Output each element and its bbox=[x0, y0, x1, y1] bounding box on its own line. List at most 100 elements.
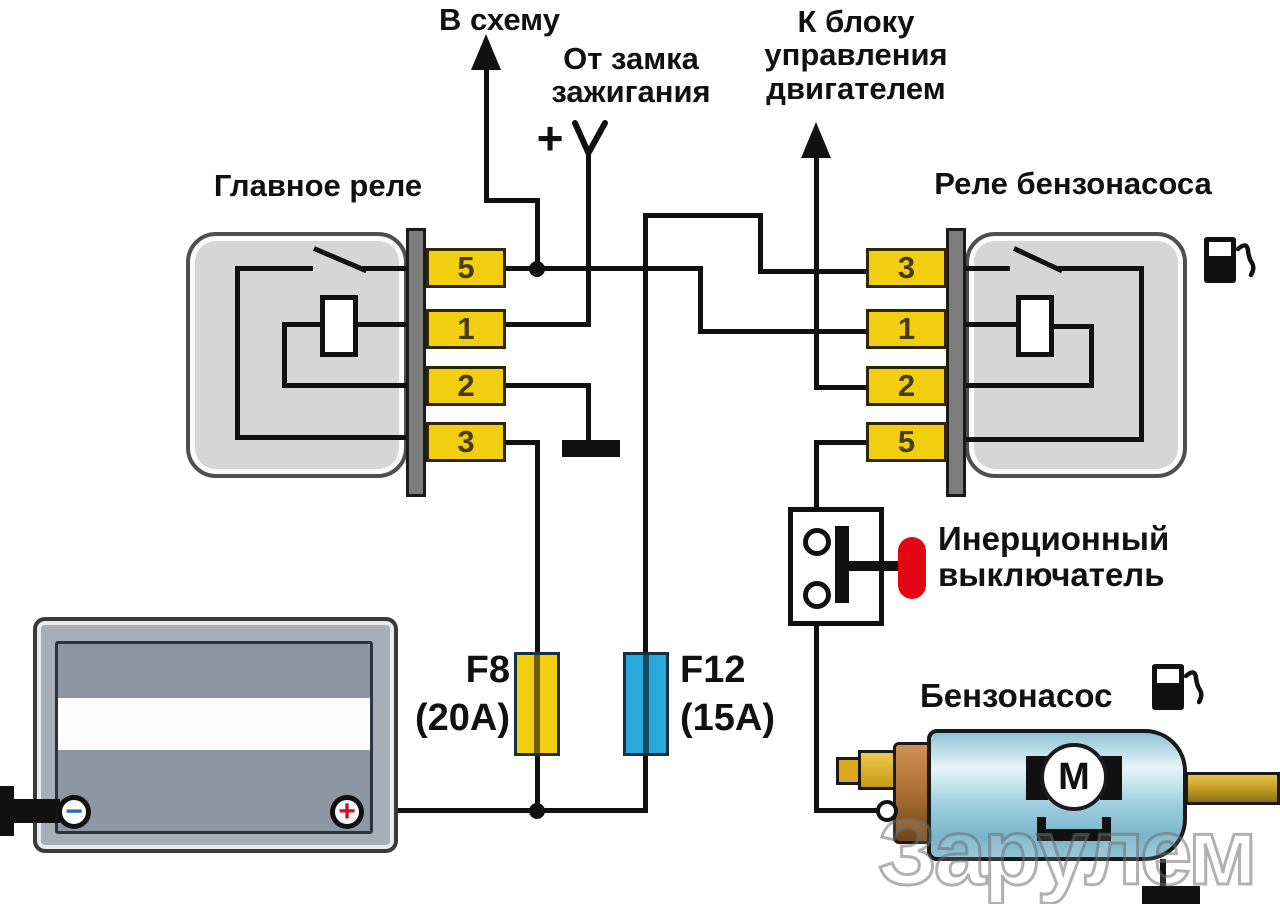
wire-ignition-feed bbox=[586, 148, 591, 327]
wire-f8-vertical bbox=[535, 440, 540, 815]
pump-relay-coil-lead-right bbox=[1054, 324, 1094, 329]
pump-relay-coil-lead-left bbox=[962, 322, 1016, 327]
pin-number: 2 bbox=[897, 368, 916, 403]
pump-terminal bbox=[876, 800, 898, 822]
fuse-f8-wire-through bbox=[534, 655, 540, 753]
inertia-switch-reset-button bbox=[898, 537, 926, 599]
pin-number: 1 bbox=[457, 311, 475, 346]
main-relay-coil-to-pin2 bbox=[282, 383, 410, 388]
wire-to-circuit bbox=[484, 64, 489, 203]
pump-collar bbox=[893, 742, 933, 844]
main-relay-pin-2: 2 bbox=[426, 366, 506, 406]
battery-minus-cable-end bbox=[0, 786, 14, 836]
inertia-switch-slider-bar bbox=[835, 526, 849, 603]
wire-main-pin5-output bbox=[505, 266, 703, 271]
pump-ground-wire bbox=[1160, 859, 1166, 889]
pump-ground-bar bbox=[1142, 886, 1200, 904]
minus-sign: − bbox=[65, 795, 83, 828]
pump-bracket-left bbox=[1037, 817, 1046, 841]
pump-relay-title: Реле бензонасоса bbox=[934, 166, 1212, 201]
ignition-label-line1: От замка bbox=[563, 41, 699, 76]
pump-relay-inner-bottom bbox=[962, 437, 1144, 442]
ecu-label-line3: двигателем bbox=[766, 70, 946, 106]
pump-motor: M bbox=[1040, 743, 1108, 811]
pin-number: 5 bbox=[457, 250, 475, 285]
main-relay-coil-lead-left bbox=[282, 322, 322, 327]
pin-number: 3 bbox=[897, 250, 916, 285]
wire-f12-vertical bbox=[643, 213, 648, 813]
junction-dot-battery-rail bbox=[529, 803, 545, 819]
inertia-switch-label-line2: выключатель bbox=[938, 555, 1165, 593]
pin-number: 1 bbox=[897, 311, 916, 346]
wire-inertia-to-pump-v bbox=[814, 622, 819, 813]
wire-f12-top-h bbox=[643, 213, 763, 218]
ignition-label-line2: зажигания bbox=[551, 74, 711, 110]
to-circuit-label: В схему bbox=[439, 2, 560, 37]
wire-to-circuit-corner bbox=[484, 198, 540, 203]
pin-number: 5 bbox=[897, 424, 916, 459]
ignition-connector-fork-icon bbox=[572, 120, 608, 155]
inertia-switch-label-line1: Инерционный bbox=[938, 520, 1170, 557]
fuel-pump-icon bbox=[1152, 664, 1204, 710]
wire-pump-relay-pin5 bbox=[814, 440, 870, 445]
inertia-switch-contact-top bbox=[803, 528, 831, 556]
main-relay-pin-1: 1 bbox=[426, 309, 506, 349]
battery-plus-terminal: + bbox=[330, 795, 364, 829]
wire-pin5-to-inertia-switch bbox=[814, 440, 819, 510]
main-relay-switch-fixed bbox=[235, 266, 313, 271]
inertia-switch-label: Инерционный выключатель bbox=[938, 521, 1208, 592]
wire-to-pump-relay-pin1 bbox=[698, 329, 870, 334]
wire-battery-plus-rail bbox=[358, 808, 648, 813]
main-relay-pin-5: 5 bbox=[426, 248, 506, 288]
wire-main-pin3 bbox=[505, 440, 540, 445]
pump-relay-switch-out bbox=[1058, 266, 1144, 271]
pump-relay-inner-v bbox=[1139, 266, 1144, 442]
main-relay-pin-3: 3 bbox=[426, 422, 506, 462]
battery-minus-terminal: − bbox=[57, 795, 91, 829]
main-relay-title: Главное реле bbox=[213, 168, 423, 203]
battery-white-band bbox=[58, 698, 370, 750]
wire-pin5-to-pump-relay-v bbox=[698, 266, 703, 331]
pump-relay-pin-5: 5 bbox=[866, 422, 947, 462]
watermark: Зарулем bbox=[877, 798, 1259, 904]
pump-relay-coil bbox=[1016, 295, 1054, 357]
junction-dot-pin5 bbox=[529, 261, 545, 277]
pin-number: 3 bbox=[457, 424, 475, 459]
main-relay-switch-out bbox=[362, 266, 410, 271]
wire-to-circuit-drop bbox=[535, 198, 540, 271]
ignition-plus-sign: + bbox=[536, 112, 564, 164]
wire-main-pin1 bbox=[505, 322, 590, 327]
fuse-f12-rating: (15A) bbox=[680, 697, 776, 739]
main-relay-inner-v bbox=[235, 266, 240, 440]
main-relay-coil-lead-right bbox=[358, 322, 410, 327]
motor-m-label: M bbox=[1058, 755, 1090, 798]
fuel-pump-label: Бензонасос bbox=[920, 677, 1113, 714]
pump-relay-pin-1: 1 bbox=[866, 309, 947, 349]
wire-pump-relay-pin2 bbox=[814, 385, 870, 390]
pump-bracket-bar bbox=[1042, 829, 1108, 841]
fuse-f8-rating: (20A) bbox=[414, 697, 510, 739]
fuse-f8-name: F8 bbox=[465, 649, 510, 691]
wire-f12-top-v bbox=[758, 213, 763, 274]
main-relay-coil bbox=[320, 295, 358, 357]
pump-relay-pin-2: 2 bbox=[866, 366, 947, 406]
inertia-switch-arm bbox=[849, 561, 903, 571]
fuel-pump-icon bbox=[1204, 237, 1256, 283]
ecu-label-line2: управления bbox=[764, 37, 948, 73]
ecu-label: К блоку управления двигателем bbox=[753, 4, 959, 106]
wire-to-ecu bbox=[814, 150, 819, 390]
ecu-label-line1: К блоку bbox=[797, 4, 915, 39]
main-relay-inner-bottom bbox=[235, 435, 410, 440]
pump-relay-coil-to-pin2 bbox=[962, 383, 1094, 388]
plus-sign: + bbox=[338, 795, 356, 828]
main-relay-connector-bar bbox=[406, 228, 426, 497]
ignition-label: От замка зажигания bbox=[525, 42, 737, 109]
fuse-f12-name: F12 bbox=[680, 649, 746, 691]
pump-relay-connector-bar bbox=[946, 228, 966, 497]
wire-main-pin2-ground-drop bbox=[586, 383, 591, 443]
wire-main-pin2 bbox=[505, 383, 590, 388]
inertia-switch-contact-bottom bbox=[803, 581, 831, 609]
main-relay-coil-drop bbox=[282, 322, 287, 388]
pin-number: 2 bbox=[457, 368, 475, 403]
